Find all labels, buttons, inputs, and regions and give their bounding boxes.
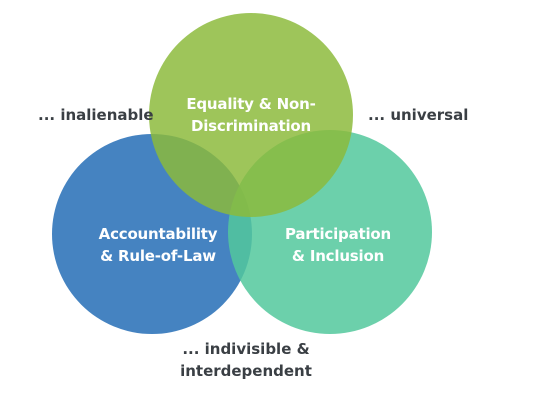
- equality-line-2: Discrimination: [190, 117, 312, 135]
- annotation-universal: ... universal: [368, 104, 468, 126]
- circle-label-participation: Participation & Inclusion: [262, 223, 414, 267]
- annotation-indivisible: ... indivisible & interdependent: [166, 338, 326, 382]
- annotation-universal-text: ... universal: [368, 106, 469, 124]
- annotation-inalienable: ... inalienable: [38, 104, 154, 126]
- accountability-line-1: Accountability: [98, 225, 218, 243]
- accountability-line-2: & Rule-of-Law: [100, 247, 216, 265]
- circle-equality: [149, 13, 353, 217]
- annotation-indivisible-line-2: interdependent: [180, 362, 312, 380]
- equality-line-1: Equality & Non-: [186, 95, 316, 113]
- circle-label-accountability: Accountability & Rule-of-Law: [78, 223, 238, 267]
- annotation-indivisible-line-1: ... indivisible &: [182, 340, 310, 358]
- circle-label-equality: Equality & Non- Discrimination: [168, 93, 334, 137]
- annotation-inalienable-text: ... inalienable: [38, 106, 154, 124]
- participation-line-1: Participation: [284, 225, 391, 243]
- participation-line-2: & Inclusion: [291, 247, 385, 265]
